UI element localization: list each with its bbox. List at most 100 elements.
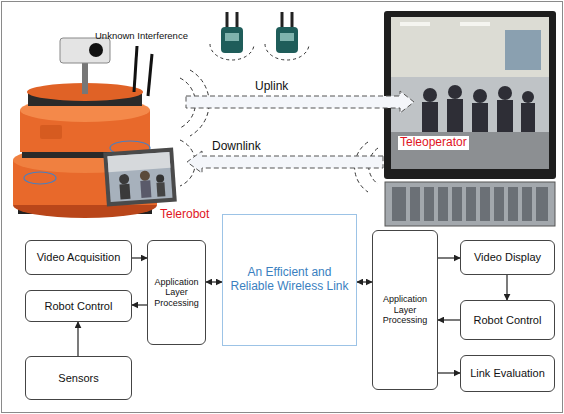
illustration-shape	[210, 44, 254, 60]
illustration-shape	[291, 12, 294, 28]
process-box: Sensors	[25, 356, 132, 400]
box-text: Application Layer Processing	[152, 277, 201, 308]
illustration-shape	[497, 100, 513, 132]
box-text: Sensors	[58, 372, 98, 385]
link-arrows	[186, 91, 414, 173]
illustration-shape	[472, 103, 488, 132]
illustration-shape	[107, 152, 170, 172]
connector-arrow	[77, 322, 78, 356]
illustration-shape	[536, 187, 548, 221]
illustration-shape	[221, 27, 243, 53]
link-box: An Efficient and Reliable Wireless Link	[222, 214, 357, 346]
illustration-shape	[40, 125, 62, 139]
illustration-shape	[148, 54, 152, 96]
interference-label: Unknown Interference	[95, 31, 188, 42]
connector-arrow	[438, 319, 460, 320]
illustration-shape	[119, 184, 130, 200]
illustration-shape	[480, 187, 490, 221]
illustration-shape	[522, 91, 534, 103]
link-label: Downlink	[212, 140, 261, 154]
illustration-shape	[447, 99, 463, 132]
illustration-shape	[24, 172, 56, 184]
station-label: Telerobot	[160, 208, 209, 222]
illustration-shape	[276, 27, 298, 53]
interference-icon	[210, 12, 309, 60]
process-box: Robot Control	[460, 300, 555, 340]
connector-arrow	[438, 372, 460, 373]
illustration-shape	[391, 17, 549, 169]
illustration-shape	[119, 174, 130, 185]
illustration-shape	[140, 180, 151, 198]
illustration-shape	[210, 44, 309, 60]
illustration-shape	[392, 187, 548, 221]
process-box: Video Display	[460, 240, 555, 275]
illustration-shape	[384, 11, 556, 179]
process-box: Link Evaluation	[460, 355, 555, 392]
illustration-shape	[422, 85, 535, 132]
illustration-shape	[156, 182, 165, 197]
illustration-shape	[226, 12, 229, 28]
box-text: Robot Control	[474, 314, 542, 327]
illustration-shape	[392, 187, 406, 221]
processing-box: Application Layer Processing	[147, 240, 206, 345]
box-text: An Efficient and Reliable Wireless Link	[227, 266, 352, 294]
illustration-shape	[134, 46, 137, 92]
box-text: Video Display	[474, 251, 541, 264]
illustration-shape	[281, 12, 284, 28]
illustration-shape	[423, 88, 437, 102]
illustration-shape	[505, 30, 541, 70]
connector-arrow	[206, 281, 222, 282]
illustration-shape	[473, 89, 487, 103]
illustration-shape	[107, 152, 172, 202]
illustration-shape	[82, 60, 88, 94]
connector-arrow	[438, 257, 460, 258]
illustration-shape	[236, 12, 239, 28]
illustration-shape	[225, 33, 239, 41]
illustration-shape	[466, 187, 476, 221]
illustration-shape	[494, 187, 504, 221]
process-box: Robot Control	[25, 290, 132, 322]
telerobot-picture	[13, 38, 177, 218]
illustration-shape	[410, 187, 420, 221]
box-text: Application Layer Processing	[377, 294, 433, 325]
illustration-shape	[60, 38, 110, 63]
illustration-shape	[89, 43, 103, 57]
illustration-shape	[522, 187, 532, 221]
illustration-shape	[400, 22, 430, 26]
illustration-shape	[448, 85, 462, 99]
illustration-shape	[103, 148, 177, 207]
illustration-shape	[156, 174, 165, 183]
connector-arrow	[357, 281, 372, 282]
station-label: Teleoperator	[398, 136, 469, 150]
illustration-shape	[103, 148, 177, 207]
illustration-shape	[391, 132, 549, 169]
radio-waves	[180, 70, 378, 192]
illustration-shape	[438, 187, 448, 221]
box-text: Video Acquisition	[37, 251, 121, 264]
link-label: Uplink	[255, 80, 288, 94]
process-box: Video Acquisition	[25, 240, 132, 275]
illustration-shape	[452, 187, 462, 221]
illustration-shape	[280, 33, 294, 41]
illustration-shape	[508, 187, 518, 221]
connector-arrow	[132, 257, 147, 258]
box-text: Link Evaluation	[470, 367, 545, 380]
box-text: Robot Control	[45, 300, 113, 313]
illustration-shape	[186, 91, 414, 113]
connector-arrow	[506, 275, 507, 300]
teleoperator-picture	[384, 11, 556, 226]
illustration-shape	[265, 44, 309, 60]
connector-arrow	[132, 304, 147, 305]
illustration-shape	[385, 182, 555, 226]
illustration-shape	[460, 22, 490, 26]
illustration-shape	[422, 102, 438, 132]
illustration-shape	[187, 151, 383, 173]
illustration-shape	[498, 86, 512, 100]
processing-box: Application Layer Processing	[372, 230, 438, 390]
illustration-shape	[140, 170, 151, 181]
illustration-shape	[521, 103, 535, 132]
illustration-shape	[391, 17, 549, 77]
